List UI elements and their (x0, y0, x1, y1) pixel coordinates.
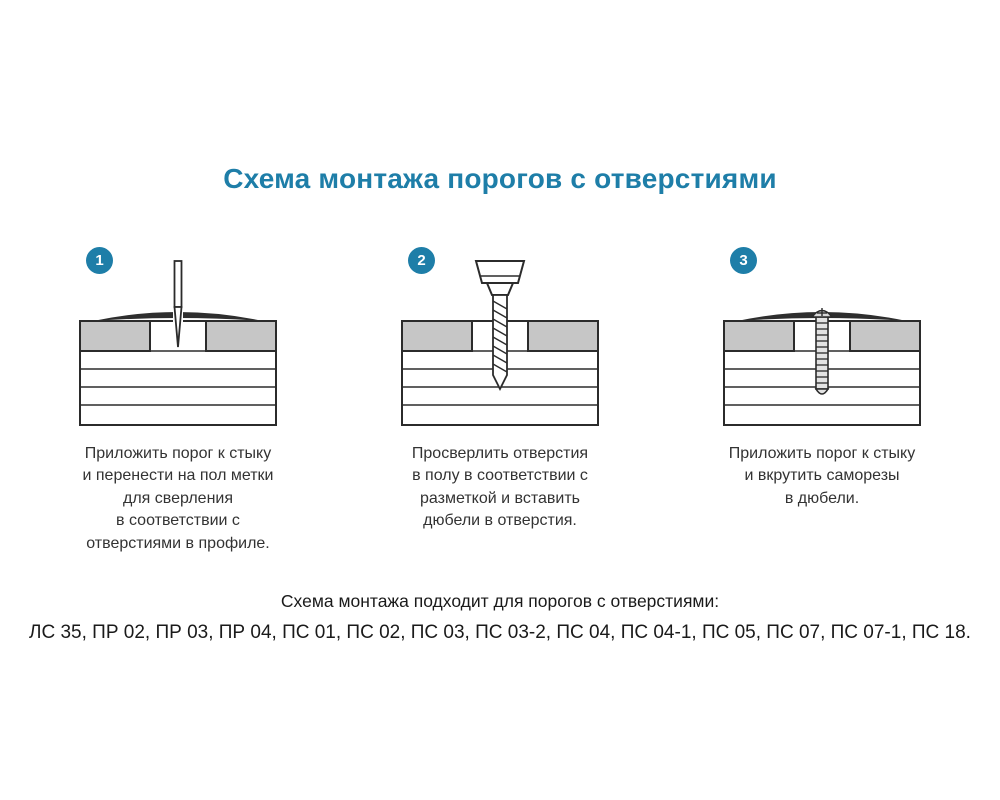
awl-marking-illustration (79, 260, 277, 426)
steps-row: 1 Приложить порог к стыку и (0, 245, 1000, 555)
footer-models-list: ЛС 35, ПР 02, ПР 03, ПР 04, ПС 01, ПС 02… (29, 621, 971, 643)
footer-intro: Схема монтажа подходит для порогов с отв… (280, 590, 720, 611)
dowel-tip (814, 388, 830, 395)
step-3-caption: Приложить порог к стыку и вкрутить самор… (728, 445, 916, 507)
step-2: 2 (350, 245, 650, 555)
drill-icon (474, 260, 526, 392)
screw-dowel-illustration (723, 308, 921, 426)
floor-covering-right (205, 320, 277, 352)
awl-icon (173, 260, 183, 348)
page-title: Схема монтажа порогов с отверстиями (223, 163, 777, 194)
step-2-caption: Просверлить отверстия в полу в соответст… (411, 445, 589, 530)
drill-illustration (401, 260, 599, 426)
drill-chuck (474, 260, 526, 284)
floor-covering-left (401, 320, 473, 352)
step-3-number-badge: 3 (730, 247, 757, 274)
step-3: 3 (672, 245, 972, 555)
drill-collar (485, 282, 515, 296)
screw-dowel-icon (810, 308, 834, 395)
step-1-number-badge: 1 (86, 247, 113, 274)
step-1: 1 Приложить порог к стыку и (28, 245, 328, 555)
step-2-number-badge: 2 (408, 247, 435, 274)
floor-covering-left (79, 320, 151, 352)
floor-covering-left (723, 320, 795, 352)
floor-covering-right (849, 320, 921, 352)
floor-covering-right (527, 320, 599, 352)
drill-bit (492, 294, 508, 392)
step-1-caption: Приложить порог к стыку и перенести на п… (82, 445, 274, 552)
footer: Схема монтажа подходит для порогов с отв… (0, 591, 1000, 644)
